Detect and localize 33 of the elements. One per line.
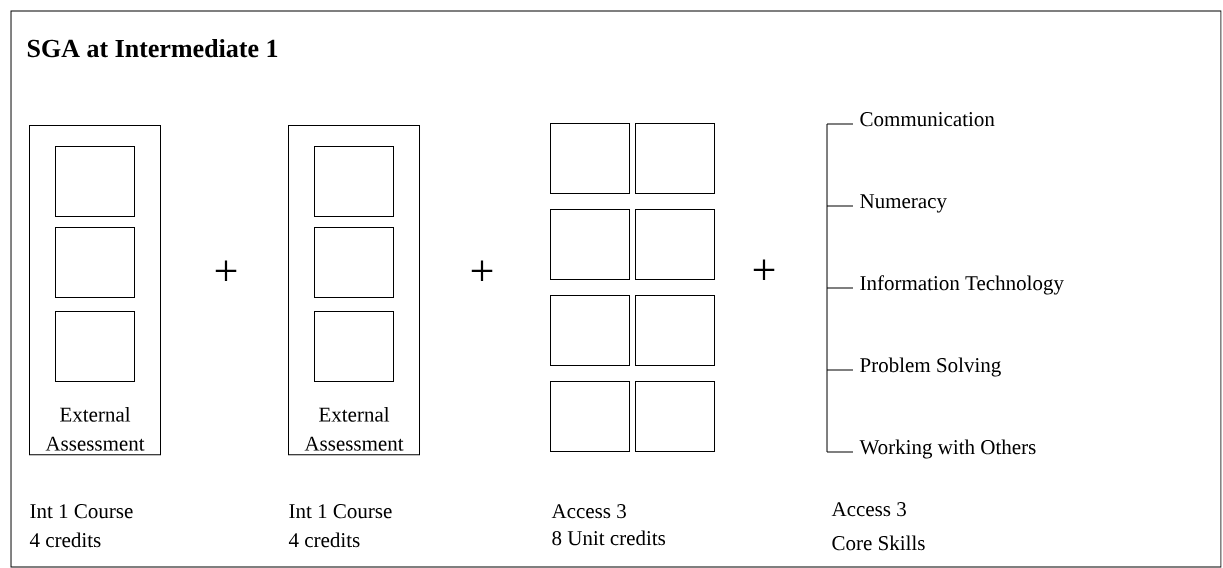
column-caption: 4 credits	[288, 532, 360, 548]
course-box: External Assessment	[29, 125, 161, 456]
unit-square	[550, 209, 630, 280]
column-caption: Int 1 Course	[289, 504, 392, 519]
course-box: External Assessment	[288, 125, 420, 456]
unit-square	[550, 295, 630, 366]
skill-label: Working with Others	[859, 439, 1036, 459]
column-caption: 8 Unit credits	[552, 530, 666, 546]
skill-label: Problem Solving	[860, 357, 1001, 377]
unit-square	[635, 381, 715, 452]
skill-label: Communication	[860, 112, 995, 127]
column-caption: Core Skills	[832, 535, 925, 551]
column-caption: 4 credits	[29, 532, 101, 548]
skill-label: Numeracy	[860, 194, 947, 213]
plus-sign: +	[471, 260, 493, 282]
unit-square	[635, 209, 715, 280]
plus-sign: +	[753, 259, 775, 281]
title: SGA at Intermediate 1	[27, 38, 278, 58]
unit-square	[550, 123, 630, 194]
unit-square	[55, 311, 135, 382]
unit-square	[314, 311, 394, 382]
unit-square	[635, 295, 715, 366]
unit-square	[55, 227, 135, 298]
plus-sign: +	[215, 260, 237, 282]
unit-square	[635, 123, 715, 194]
unit-square	[314, 146, 394, 217]
column-caption: Access 3	[831, 502, 906, 517]
column-caption: Access 3	[551, 504, 626, 519]
skill-label: Information Technology	[860, 275, 1064, 295]
column-caption: Int 1 Course	[30, 504, 133, 519]
unit-square	[314, 227, 394, 298]
unit-square	[55, 146, 135, 217]
unit-square	[550, 381, 630, 452]
